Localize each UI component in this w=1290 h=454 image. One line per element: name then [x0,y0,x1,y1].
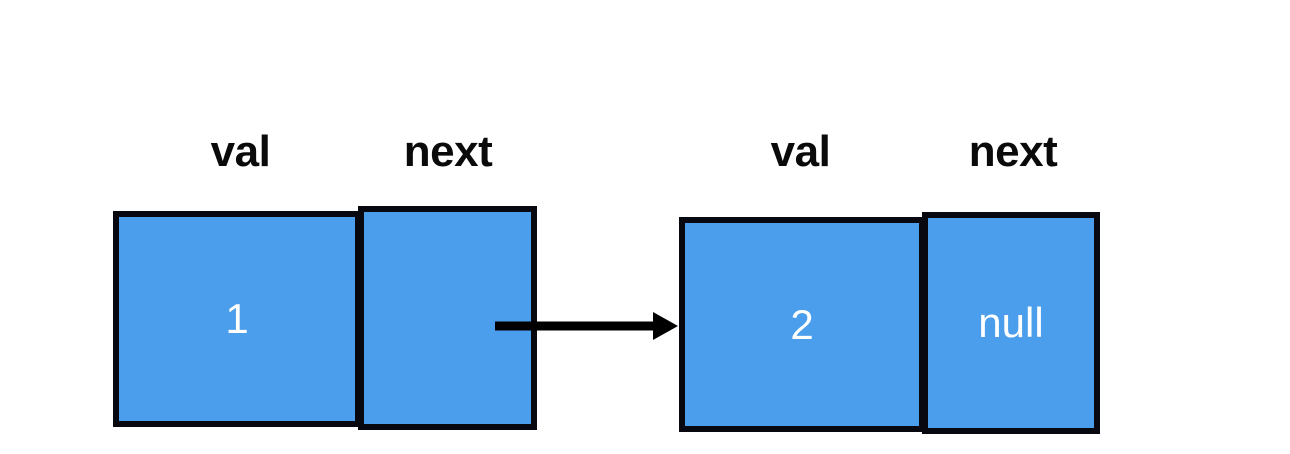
node-1-next-label: next [403,127,493,176]
node-2-next-value: null [978,299,1044,346]
node-2-val-label: val [770,127,831,176]
node-2-val-cell: 2 [679,217,925,432]
node-1-val-cell: 1 [113,211,361,427]
node-1-next-cell [358,206,537,430]
arrow-head-icon [653,312,678,340]
node-2-next-label: next [968,127,1058,176]
node-2-next-cell: null [922,212,1100,434]
node-2-val-value: 2 [790,300,814,348]
node-1-val-label: val [210,127,271,176]
node-1-val-value: 1 [225,295,249,342]
